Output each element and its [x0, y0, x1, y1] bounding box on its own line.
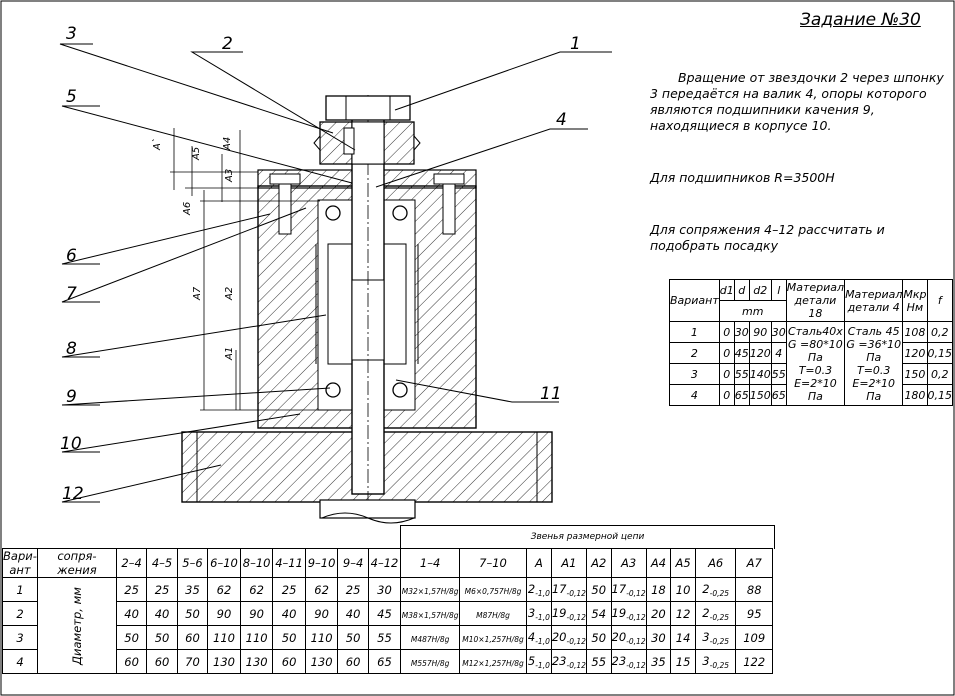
svg-text:A2: A2 [224, 287, 235, 301]
nut [325, 95, 411, 121]
col-variant: Вариант [669, 279, 720, 322]
col-header: 9–10 [304, 548, 339, 578]
part-label-7: 7 [66, 284, 77, 304]
col-header: 1–4 [400, 548, 461, 578]
part-label-11: 11 [540, 384, 562, 404]
col-header: 7–10 [459, 548, 527, 578]
col-header: A1 [550, 548, 587, 578]
col-header: 4–11 [272, 548, 306, 578]
part-label-10: 10 [60, 434, 82, 454]
col-header: A5 [670, 548, 696, 578]
svg-text:A4: A4 [222, 137, 233, 151]
parameters-table: Вариант d1 d d2 l Материал детали 18 Мат… [669, 279, 953, 406]
svg-text:A5: A5 [191, 147, 202, 161]
col-header: A2 [585, 548, 612, 578]
col-header: 4–12 [367, 548, 402, 578]
bearing-note: Для подшипников R=3500Н [650, 170, 835, 185]
svg-text:A`: A` [151, 138, 163, 151]
fit-note: Для сопряжения 4–12 рассчитать и подобра… [650, 222, 885, 253]
col-header: A3 [610, 548, 647, 578]
svg-text:A1: A1 [224, 347, 235, 361]
col-header: A7 [735, 548, 773, 578]
part-label-9: 9 [66, 387, 77, 407]
svg-text:A7: A7 [192, 286, 203, 301]
task-description: Вращение от звездочки 2 через шпонку 3 п… [650, 70, 944, 133]
part-label-12: 12 [62, 484, 84, 504]
svg-text:A6: A6 [182, 202, 193, 216]
part-label-3: 3 [66, 24, 77, 44]
part-label-5: 5 [66, 87, 77, 107]
chain-links-header: Звенья размерной цепи [400, 525, 775, 549]
col-header: 9–4 [337, 548, 369, 578]
col-header: 8–10 [239, 548, 274, 578]
part-label-2: 2 [222, 34, 233, 54]
col-header: 2–4 [115, 548, 148, 578]
col-header: A6 [694, 548, 737, 578]
part-label-4: 4 [556, 110, 567, 130]
svg-text:A3: A3 [224, 169, 235, 183]
col-header: 5–6 [176, 548, 209, 578]
col-header: 4–5 [146, 548, 178, 578]
part-label-6: 6 [66, 246, 77, 266]
col-header: A4 [645, 548, 672, 578]
part-label-1: 1 [570, 34, 581, 54]
part-label-8: 8 [66, 339, 77, 359]
col-header: 6–10 [207, 548, 241, 578]
assignment-title: Задание №30 [800, 10, 921, 30]
col-header: A [525, 548, 552, 578]
